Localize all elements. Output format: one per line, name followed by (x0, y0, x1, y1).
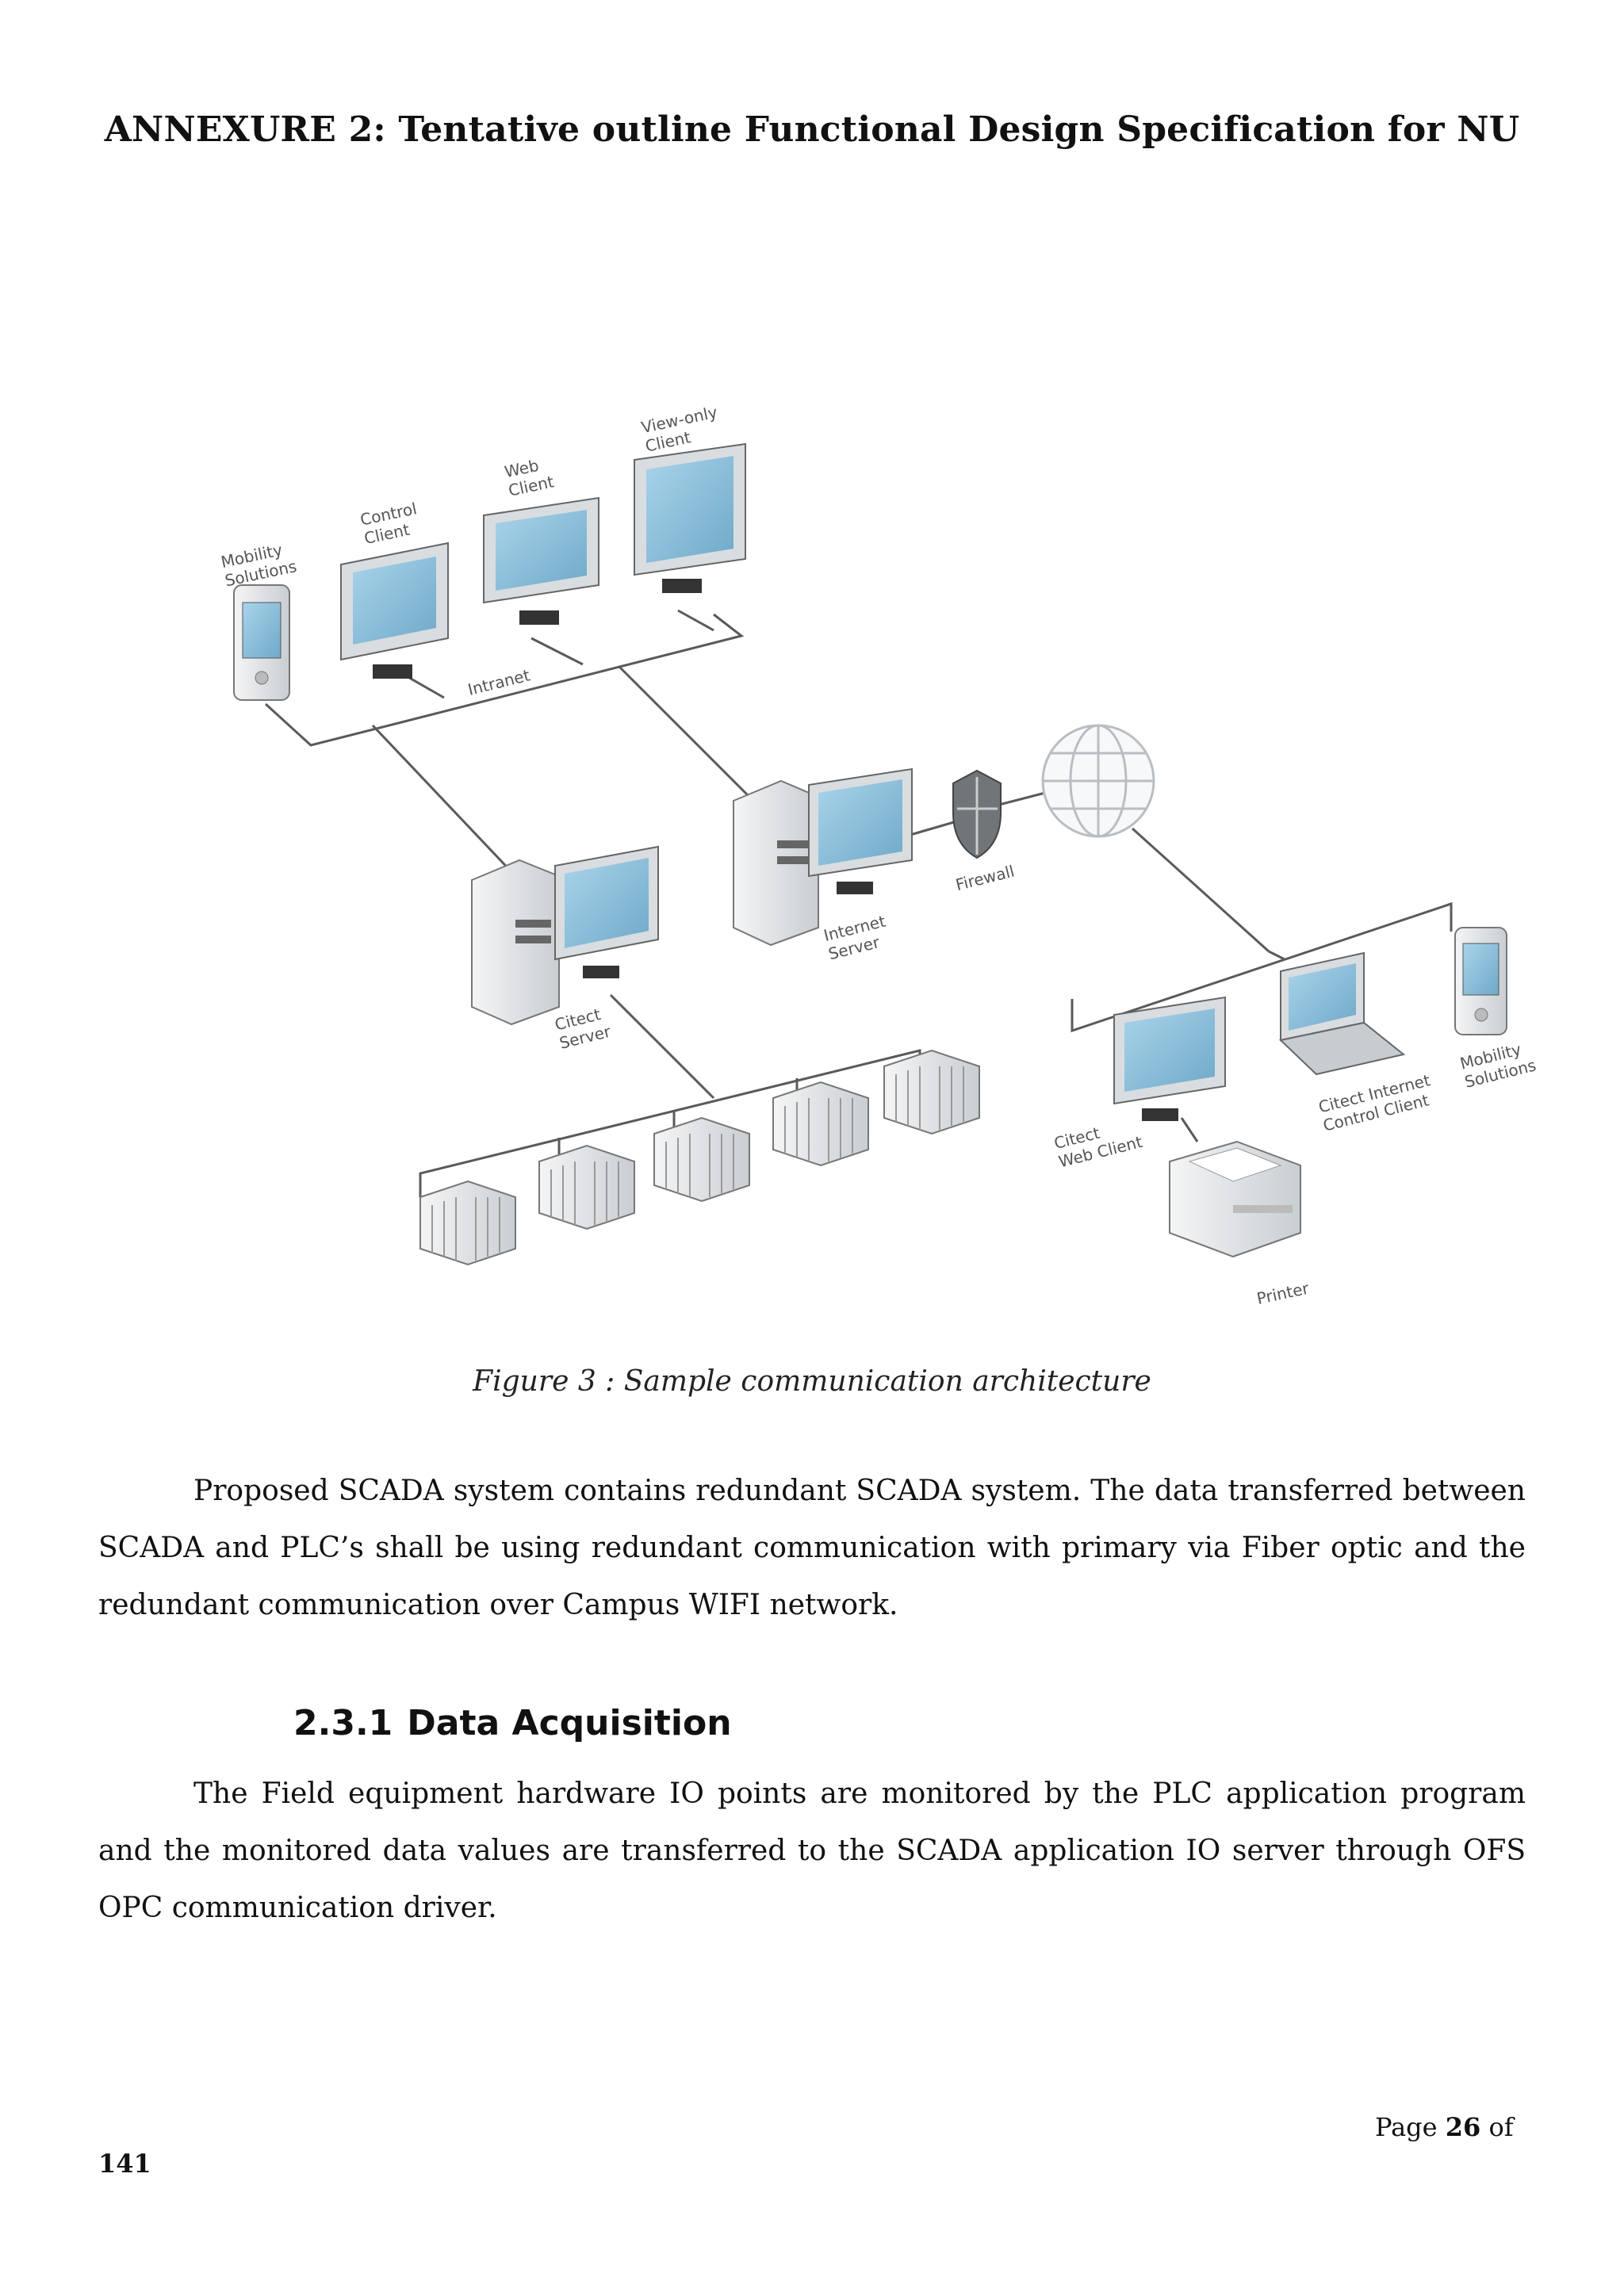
paragraph-data-acquisition: The Field equipment hardware IO points a… (98, 1766, 1526, 1937)
section-number: 2.3.1 (293, 1703, 393, 1743)
label-printer: Printer (1255, 1279, 1312, 1308)
view-only-client-monitor-icon (634, 442, 746, 593)
citect-server-icon (471, 845, 659, 1026)
plc-rack-icon (419, 1180, 516, 1266)
section-title: Data Acquisition (407, 1703, 732, 1743)
page-suffix: of (1480, 2112, 1514, 2142)
figure-caption: Figure 3 : Sample communication architec… (473, 1365, 1151, 1398)
paragraph-1-text: Proposed SCADA system contains redundant… (98, 1475, 1526, 1621)
citect-web-client-monitor-icon (1113, 996, 1226, 1121)
internet-server-icon (733, 767, 913, 947)
paragraph-scada-redundancy: Proposed SCADA system contains redundant… (98, 1463, 1526, 1634)
plc-rack-icon (538, 1144, 635, 1230)
plc-rack-icon (653, 1116, 750, 1203)
plc-rack-icon (772, 1081, 869, 1167)
section-heading: 2.3.1 Data Acquisition (293, 1703, 732, 1743)
control-client-monitor-icon (340, 541, 449, 679)
label-firewall: Firewall (954, 862, 1017, 895)
plc-rack-icon (883, 1049, 980, 1135)
page-prefix: Page (1375, 2112, 1446, 2142)
mobility-device-icon (233, 584, 290, 701)
total-pages: 141 (98, 2149, 151, 2179)
paragraph-2-text: The Field equipment hardware IO points a… (98, 1777, 1526, 1924)
mobility-device-right-icon (1454, 927, 1507, 1035)
page-indicator: Page 26 of (1375, 2112, 1514, 2142)
printer-icon (1169, 1140, 1301, 1258)
page-title: ANNEXURE 2: Tentative outline Functional… (104, 109, 1520, 150)
laptop-icon (1278, 951, 1406, 1076)
web-client-monitor-icon (483, 496, 599, 625)
communication-architecture-diagram: Mobility Solutions Control Client Web Cl… (219, 403, 1538, 1308)
label-intranet: Intranet (466, 665, 532, 699)
plc-racks (419, 1049, 980, 1266)
internet-globe-icon (1041, 724, 1155, 838)
firewall-shield-icon (952, 769, 1002, 859)
page-number: 26 (1445, 2112, 1481, 2142)
